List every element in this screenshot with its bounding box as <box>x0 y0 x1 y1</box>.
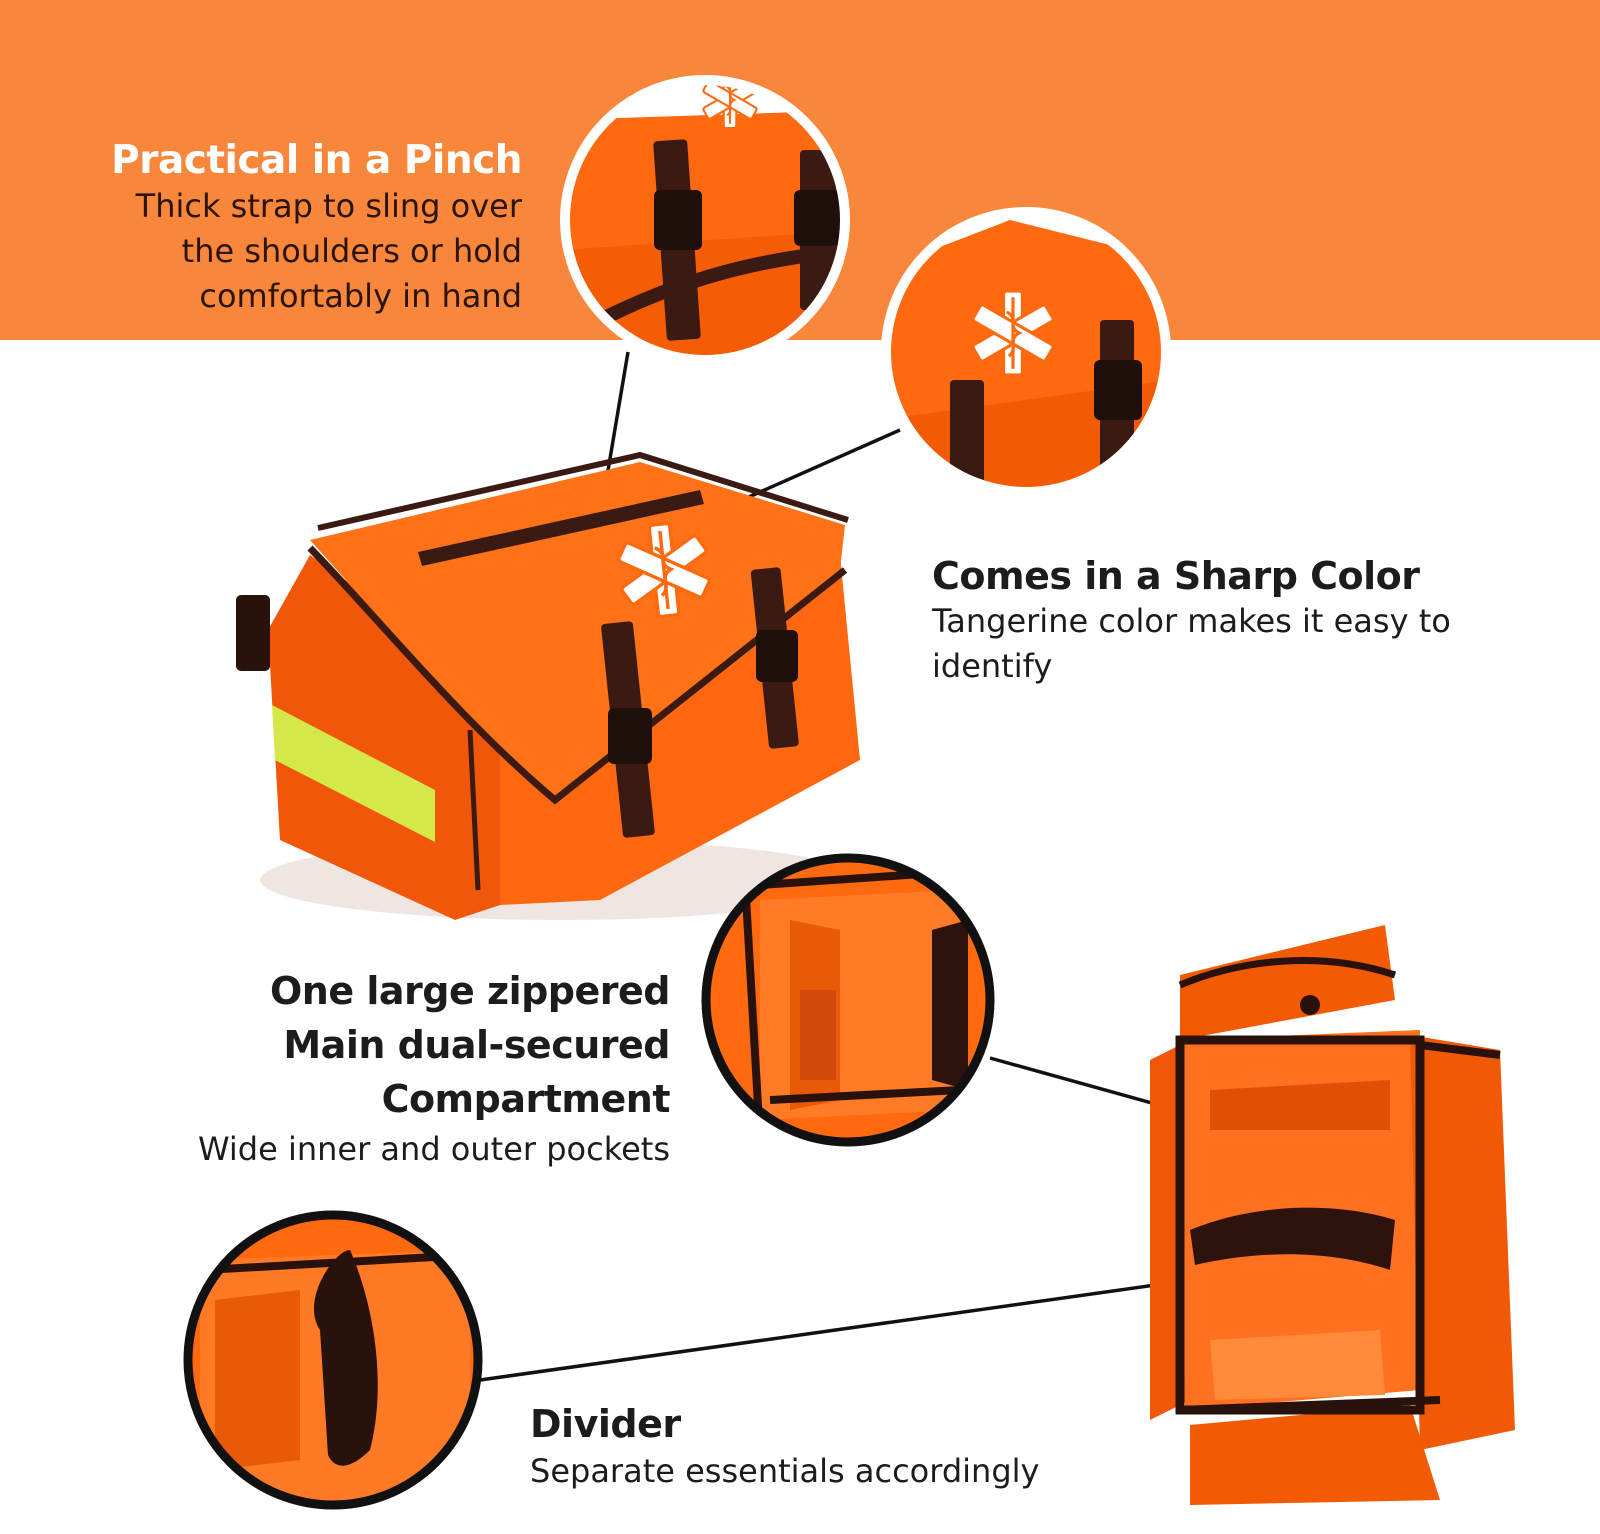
feature-color-line-1: Tangerine color makes it easy to <box>932 602 1451 640</box>
feature-divider-title: Divider <box>530 1402 681 1446</box>
divider-detail-circle <box>183 1210 483 1510</box>
bag-open-photo <box>1150 925 1515 1505</box>
feature-strap-line-2: the shoulders or hold <box>181 232 522 270</box>
feature-compartment-title-line-1: One large zippered <box>269 969 671 1013</box>
color-callout-line <box>741 428 901 502</box>
feature-compartment: One large zippered Main dual-secured Com… <box>140 964 671 1172</box>
feature-color-title: Comes in a Sharp Color <box>932 554 1420 598</box>
color-detail-circle <box>881 207 1171 497</box>
feature-divider: Divider Separate essentials accordingly <box>530 1400 1150 1494</box>
feature-divider-line-1: Separate essentials accordingly <box>530 1452 1040 1490</box>
feature-compartment-title-line-3: Compartment <box>381 1077 671 1121</box>
feature-compartment-line-1: Wide inner and outer pockets <box>197 1130 670 1168</box>
feature-strap-line-1: Thick strap to sling over <box>135 187 522 225</box>
strap-detail-circle <box>560 75 850 365</box>
feature-color: Comes in a Sharp Color Tangerine color m… <box>932 553 1552 689</box>
feature-strap-line-3: comfortably in hand <box>199 277 522 315</box>
compartment-detail-circle <box>701 853 995 1147</box>
feature-strap: Practical in a Pinch Thick strap to slin… <box>60 138 522 319</box>
bag-main-photo <box>236 451 860 920</box>
feature-strap-title: Practical in a Pinch <box>111 138 522 183</box>
feature-compartment-title-line-2: Main dual-secured <box>283 1023 670 1067</box>
feature-color-line-2: identify <box>932 647 1053 685</box>
